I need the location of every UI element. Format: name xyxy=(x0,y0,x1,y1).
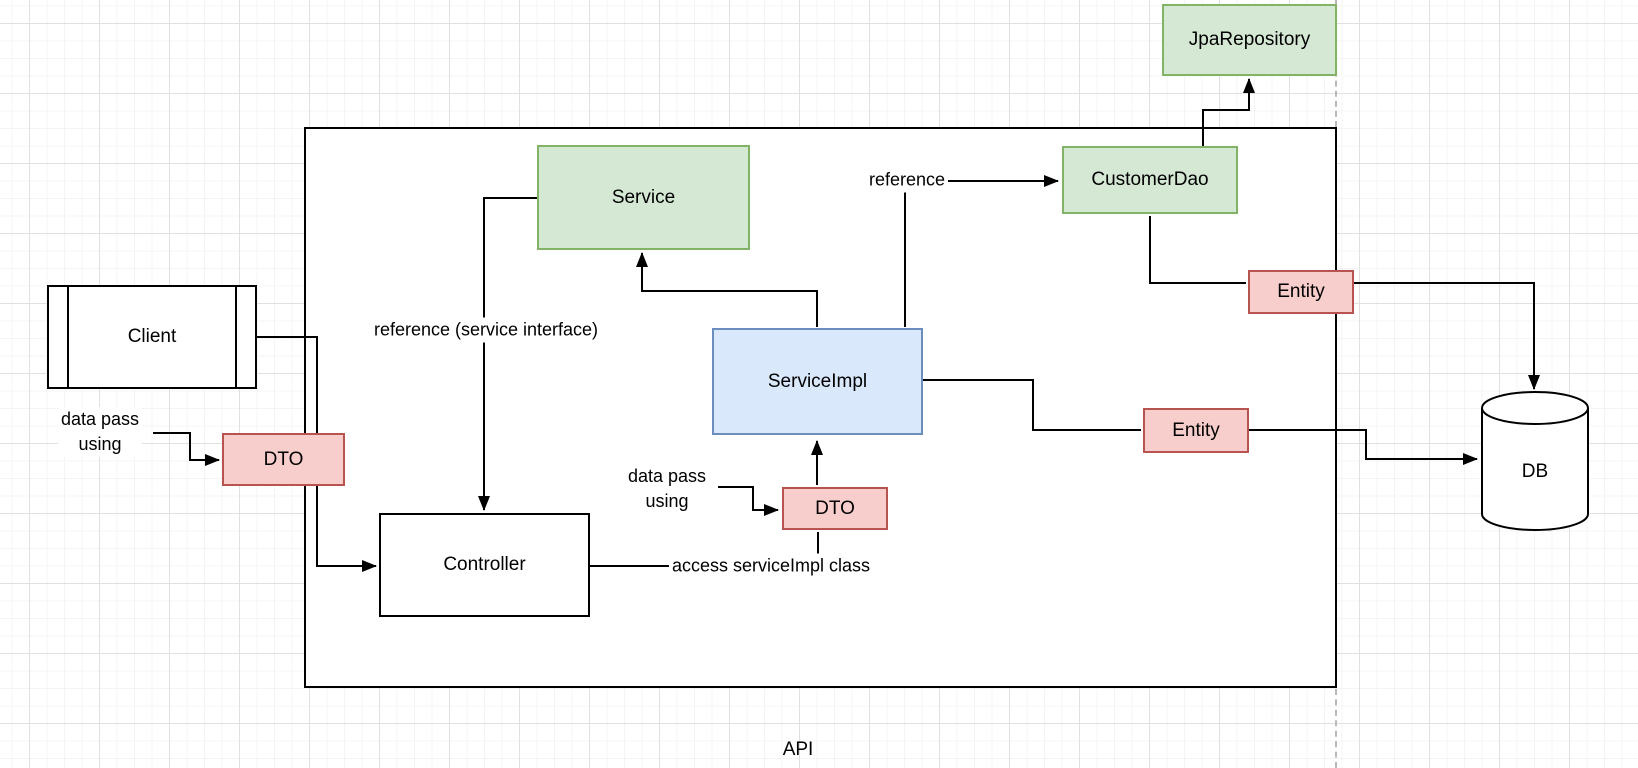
edge-datapass-to-dto-controller[interactable] xyxy=(718,486,779,516)
node-dto-controller[interactable]: DTO xyxy=(782,487,888,530)
node-entity-dao-label: Entity xyxy=(1277,281,1325,302)
node-entity-dao[interactable]: Entity xyxy=(1248,270,1354,314)
api-container-label: API xyxy=(782,739,814,760)
node-service[interactable]: Service xyxy=(537,145,750,250)
edge-label-reference-service-interface: reference (service interface) xyxy=(370,317,602,343)
node-entity-impl-label: Entity xyxy=(1172,419,1220,441)
node-db-label: DB xyxy=(1521,461,1549,482)
edge-serviceimpl-to-service[interactable] xyxy=(636,252,818,327)
node-customerdao-label: CustomerDao xyxy=(1091,169,1209,190)
edge-datapass-to-dto-client[interactable] xyxy=(153,432,220,466)
node-jparepository[interactable]: JpaRepository xyxy=(1162,4,1337,76)
node-controller[interactable]: Controller xyxy=(379,513,590,617)
node-customerdao[interactable]: CustomerDao xyxy=(1062,146,1238,214)
node-client[interactable]: Client xyxy=(47,285,257,389)
edge-label-data-pass-controller: data pass using xyxy=(624,464,710,514)
edge-entity-to-db-top[interactable] xyxy=(1354,282,1540,390)
edge-service-to-controller[interactable] xyxy=(478,197,537,511)
node-dto-client[interactable]: DTO xyxy=(222,433,345,486)
client-left-bar xyxy=(67,287,69,387)
client-right-bar xyxy=(235,287,237,387)
node-entity-impl[interactable]: Entity xyxy=(1143,408,1249,453)
node-dto-controller-label: DTO xyxy=(815,497,855,519)
edge-serviceimpl-to-entity[interactable] xyxy=(923,379,1141,431)
edge-label-data-pass-client: data pass using xyxy=(57,407,143,457)
page-divider-bottom xyxy=(1335,689,1337,768)
node-client-label: Client xyxy=(127,326,177,347)
node-dto-client-label: DTO xyxy=(263,448,304,470)
node-jparepository-label: JpaRepository xyxy=(1188,29,1311,50)
edge-customerdao-to-jparepository[interactable] xyxy=(1202,78,1255,147)
edge-serviceimpl-to-customerdao[interactable] xyxy=(904,175,1059,327)
edge-customerdao-to-entity[interactable] xyxy=(1149,216,1246,284)
edge-label-access-serviceimpl: access serviceImpl class xyxy=(668,553,874,579)
node-controller-label: Controller xyxy=(443,554,526,575)
edge-entity-to-db-left[interactable] xyxy=(1249,429,1478,465)
node-serviceimpl[interactable]: ServiceImpl xyxy=(712,328,923,435)
node-serviceimpl-label: ServiceImpl xyxy=(767,370,868,392)
node-db-cylinder[interactable] xyxy=(1481,391,1589,531)
edge-label-reference: reference xyxy=(865,167,949,193)
node-service-label: Service xyxy=(611,186,676,208)
